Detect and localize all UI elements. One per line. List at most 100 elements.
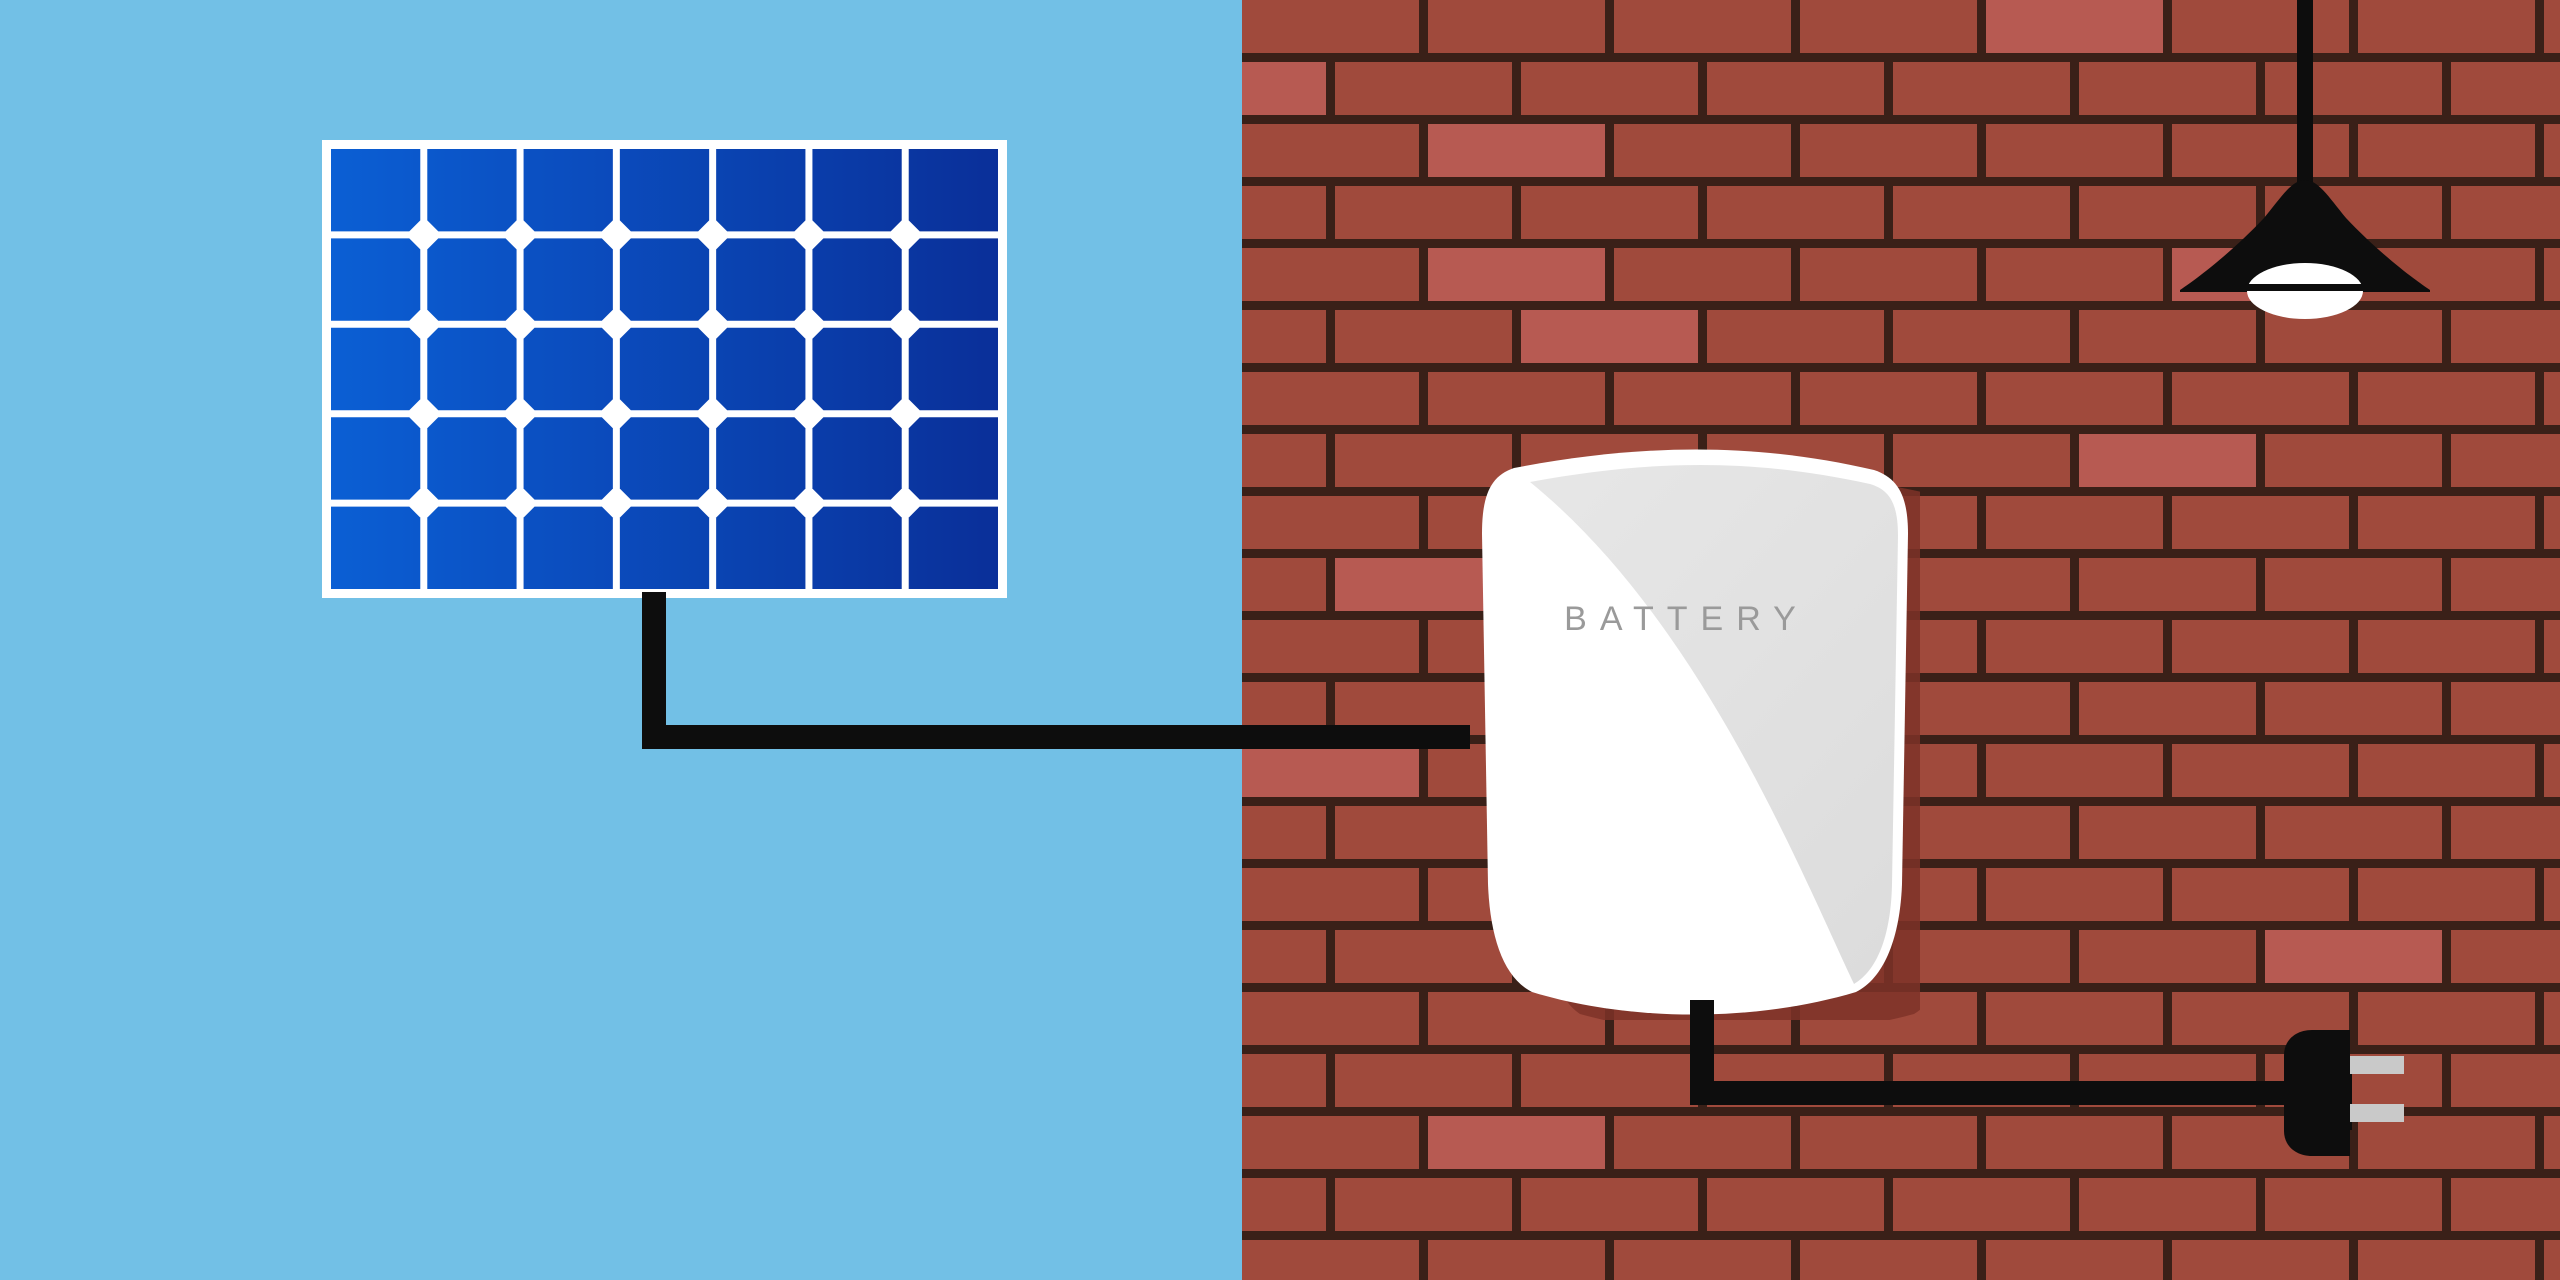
solar-panel[interactable] (322, 140, 1007, 598)
brick (1242, 372, 1419, 425)
brick (1614, 124, 1791, 177)
solar-cell (523, 238, 613, 321)
brick (1893, 62, 2070, 115)
brick (2451, 434, 2560, 487)
brick (2172, 868, 2349, 921)
brick (1800, 0, 1977, 53)
brick (2451, 558, 2560, 611)
brick (1428, 248, 1605, 301)
solar-cell (619, 149, 710, 232)
solar-cell (812, 506, 902, 589)
brick (1707, 1178, 1884, 1231)
brick (2544, 744, 2560, 797)
brick (1986, 0, 2163, 53)
brick (1521, 310, 1698, 363)
brick (2079, 682, 2256, 735)
solar-cell (812, 417, 902, 500)
brick (2265, 930, 2442, 983)
battery-unit[interactable] (1470, 440, 1920, 1020)
brick (1986, 1240, 2163, 1280)
brick (2544, 248, 2560, 301)
brick (1242, 0, 1419, 53)
brick (1335, 434, 1512, 487)
brick (1800, 124, 1977, 177)
brick (2079, 558, 2256, 611)
solar-cell (523, 327, 613, 411)
brick (1242, 1240, 1419, 1280)
lamp-cord (2297, 0, 2313, 195)
solar-cell (427, 417, 517, 500)
brick (2265, 806, 2442, 859)
solar-cell (716, 149, 806, 232)
brick (2358, 496, 2535, 549)
brick (2358, 0, 2535, 53)
brick (1242, 1178, 1326, 1231)
brick (2358, 992, 2535, 1045)
brick (1242, 868, 1419, 921)
brick (1335, 806, 1512, 859)
brick (1986, 496, 2163, 549)
brick (1893, 310, 2070, 363)
lamp-shade (2180, 180, 2430, 292)
brick (1242, 930, 1326, 983)
brick (2265, 62, 2442, 115)
solar-cell (908, 238, 998, 321)
brick (2544, 372, 2560, 425)
solar-cell (331, 149, 421, 232)
solar-cell (619, 238, 710, 321)
brick (1893, 930, 2070, 983)
brick (1893, 1178, 2070, 1231)
solar-cell (619, 506, 710, 589)
brick (2451, 62, 2560, 115)
brick (1242, 1116, 1419, 1169)
brick (1893, 434, 2070, 487)
pendant-lamp[interactable] (2140, 0, 2470, 350)
brick (2172, 1240, 2349, 1280)
solar-cell (523, 417, 613, 500)
solar-cell (331, 506, 421, 589)
brick (1242, 744, 1419, 797)
brick (2544, 0, 2560, 53)
brick (2265, 1178, 2442, 1231)
brick (2079, 806, 2256, 859)
solar-cell (427, 506, 517, 589)
brick (1335, 558, 1512, 611)
brick (2451, 1054, 2560, 1107)
brick (1986, 620, 2163, 673)
brick (1986, 868, 2163, 921)
brick (2451, 1178, 2560, 1231)
solar-cell (908, 417, 998, 500)
brick (1242, 124, 1419, 177)
solar-cell (427, 327, 517, 411)
brick (2265, 558, 2442, 611)
brick (1800, 372, 1977, 425)
brick (1986, 1116, 2163, 1169)
brick (1335, 186, 1512, 239)
brick (2172, 744, 2349, 797)
solar-cell (908, 149, 998, 232)
brick (1242, 558, 1326, 611)
brick (1335, 930, 1512, 983)
brick (2172, 124, 2349, 177)
brick (1800, 1116, 1977, 1169)
brick (2172, 496, 2349, 549)
solar-cell (427, 238, 517, 321)
brick (1521, 62, 1698, 115)
brick (1893, 806, 2070, 859)
brick (2358, 620, 2535, 673)
brick (1242, 1054, 1326, 1107)
solar-cell (716, 327, 806, 411)
brick (1428, 0, 1605, 53)
brick (1242, 186, 1326, 239)
brick (1986, 744, 2163, 797)
brick (1242, 992, 1419, 1045)
brick (1986, 124, 2163, 177)
brick (1614, 248, 1791, 301)
solar-cell (716, 238, 806, 321)
brick (2451, 930, 2560, 983)
brick (2451, 310, 2560, 363)
brick (1614, 0, 1791, 53)
battery-to-plug-cable (1690, 1000, 2404, 1156)
brick (1242, 62, 1326, 115)
